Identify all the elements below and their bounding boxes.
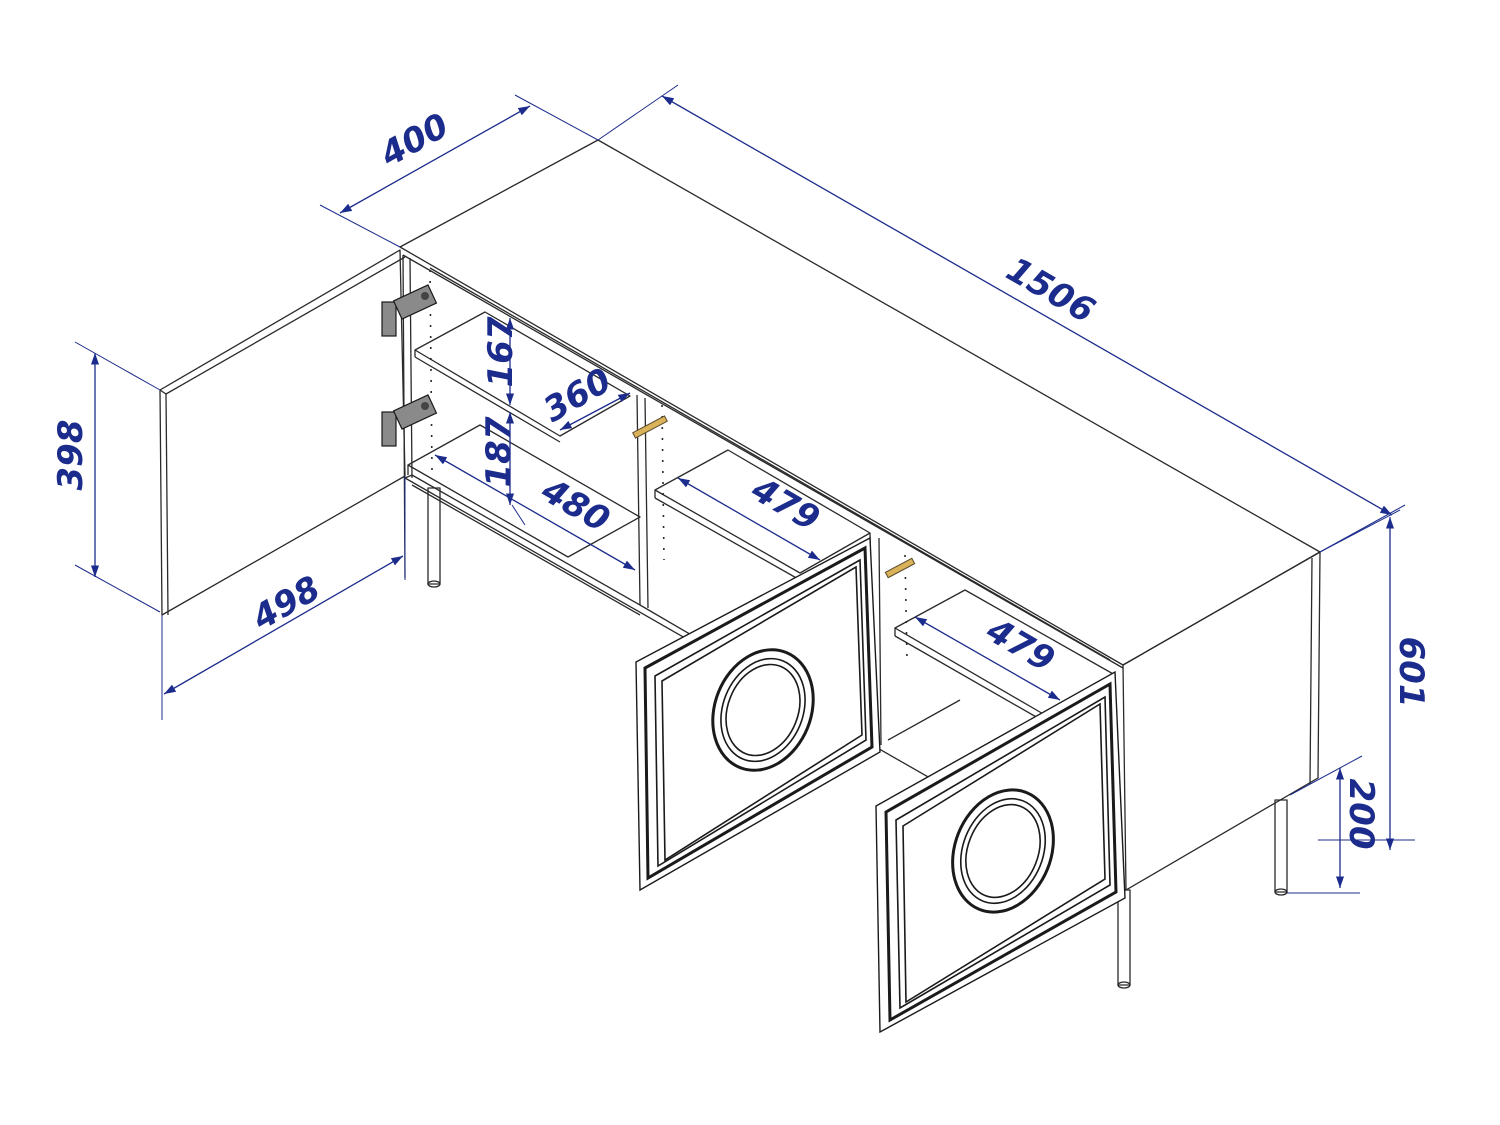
dimension-lines bbox=[74, 84, 1415, 894]
cabinet-body bbox=[399, 139, 1321, 891]
left-bottom-shelf bbox=[407, 424, 641, 558]
right-door bbox=[875, 670, 1126, 1034]
leg-back-right bbox=[1274, 799, 1288, 893]
dim-depth-label: 400 bbox=[373, 106, 455, 176]
left-door bbox=[159, 249, 406, 616]
dim-leg-height-label: 200 bbox=[1341, 779, 1381, 850]
cabinet-right-side bbox=[1122, 551, 1321, 891]
right-door-medallion bbox=[951, 788, 1055, 914]
dim-door-height-label: 398 bbox=[51, 420, 91, 491]
left-compartment bbox=[407, 269, 665, 609]
hinge-upper bbox=[381, 284, 438, 337]
dim-left-bottom-label: 480 bbox=[534, 470, 616, 541]
leg-front-right bbox=[1117, 889, 1131, 986]
dim-upper-gap-label: 167 bbox=[481, 316, 521, 387]
dim-middle-shelf-label: 479 bbox=[744, 469, 826, 540]
leg-front-left bbox=[427, 487, 441, 585]
dim-height-label: 601 bbox=[1391, 637, 1431, 708]
dim-door-width-label: 498 bbox=[245, 568, 327, 639]
left-upper-shelf bbox=[414, 311, 631, 437]
middle-door bbox=[635, 536, 881, 892]
hinge-lower bbox=[381, 394, 438, 447]
handle-right-icon bbox=[884, 557, 916, 579]
dim-lower-gap-label: 187 bbox=[479, 416, 519, 487]
middle-door-medallion bbox=[711, 648, 815, 772]
